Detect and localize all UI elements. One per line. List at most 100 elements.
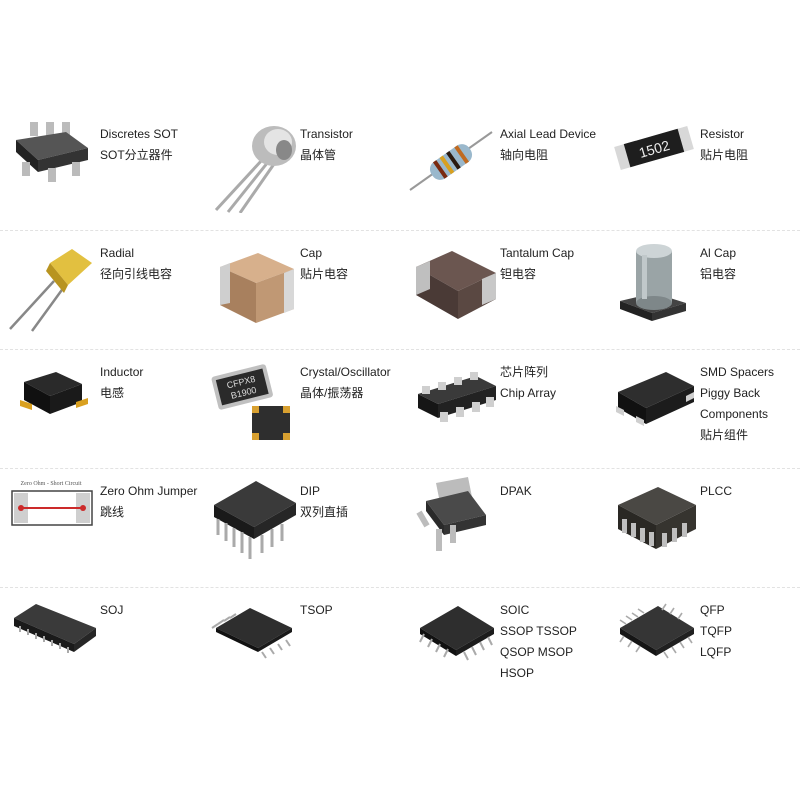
item-label: DPAK bbox=[500, 481, 600, 502]
row-divider bbox=[0, 349, 800, 350]
label-line: Cap bbox=[300, 246, 323, 260]
catalog-item-cap[interactable]: Cap 贴片电容 bbox=[200, 231, 400, 350]
tsop-package-icon bbox=[211, 608, 292, 659]
item-label: Zero Ohm Jumper 跳线 bbox=[100, 481, 200, 523]
dpak-package-icon bbox=[416, 477, 486, 551]
label-line: Al Cap bbox=[700, 246, 737, 260]
label-line: PLCC bbox=[700, 484, 733, 498]
catalog-item-resistor[interactable]: 1502 Resistor 贴片电阻 bbox=[600, 112, 800, 231]
label-line: 贴片电容 bbox=[300, 267, 349, 281]
item-label: PLCC bbox=[700, 481, 800, 502]
catalog-item-al-cap[interactable]: Al Cap 铝电容 bbox=[600, 231, 800, 350]
sot-package-icon bbox=[16, 122, 88, 182]
catalog-item-dpak[interactable]: DPAK bbox=[400, 469, 600, 588]
label-line: 电感 bbox=[100, 386, 125, 400]
item-label: SOJ bbox=[100, 600, 200, 621]
chip-array-icon bbox=[418, 372, 496, 422]
label-line: TQFP bbox=[700, 624, 732, 638]
catalog-row: SOJ TSOP bbox=[0, 588, 800, 707]
catalog-row: Radial 径向引线电容 Cap 贴片电容 bbox=[0, 231, 800, 350]
item-label: SOIC SSOP TSSOP QSOP MSOP HSOP bbox=[500, 600, 600, 684]
axial-lead-device-icon bbox=[409, 131, 493, 191]
label-line: LQFP bbox=[700, 645, 732, 659]
catalog-item-soic[interactable]: SOIC SSOP TSSOP QSOP MSOP HSOP bbox=[400, 588, 600, 707]
catalog-item-axial-lead-device[interactable]: Axial Lead Device 轴向电阻 bbox=[400, 112, 600, 231]
label-line: 晶体管 bbox=[300, 148, 337, 162]
catalog-item-inductor[interactable]: Inductor 电感 bbox=[0, 350, 200, 469]
label-line: Zero Ohm Jumper bbox=[100, 484, 198, 498]
transistor-icon bbox=[214, 126, 296, 213]
label-line: SSOP TSSOP bbox=[500, 624, 577, 638]
label-line: Crystal/Oscillator bbox=[300, 365, 391, 379]
row-divider bbox=[0, 230, 800, 231]
item-label: TSOP bbox=[300, 600, 400, 621]
label-line: HSOP bbox=[500, 666, 535, 680]
label-line: 钽电容 bbox=[500, 267, 537, 281]
label-line: 贴片电阻 bbox=[700, 148, 749, 162]
catalog-item-qfp[interactable]: QFP TQFP LQFP bbox=[600, 588, 800, 707]
item-label: Transistor 晶体管 bbox=[300, 124, 400, 166]
item-label: Al Cap 铝电容 bbox=[700, 243, 800, 285]
inductor-icon bbox=[20, 372, 88, 414]
label-line: 双列直插 bbox=[300, 505, 349, 519]
item-label: Discretes SOT SOT分立器件 bbox=[100, 124, 200, 166]
catalog-item-tsop[interactable]: TSOP bbox=[200, 588, 400, 707]
item-label: Axial Lead Device 轴向电阻 bbox=[500, 124, 600, 166]
catalog-item-transistor[interactable]: Transistor 晶体管 bbox=[200, 112, 400, 231]
radial-capacitor-icon bbox=[9, 249, 92, 332]
label-line: Inductor bbox=[100, 365, 144, 379]
catalog-item-discretes-sot[interactable]: Discretes SOT SOT分立器件 bbox=[0, 112, 200, 231]
item-label: QFP TQFP LQFP bbox=[700, 600, 800, 663]
smd-capacitor-icon bbox=[220, 253, 294, 323]
catalog-item-crystal-oscillator[interactable]: CFPX8 B1900 Crystal/Oscillator 晶体/振荡器 bbox=[200, 350, 400, 469]
label-line: Transistor bbox=[300, 127, 353, 141]
label-line: SMD Spacers bbox=[700, 365, 775, 379]
catalog-item-soj[interactable]: SOJ bbox=[0, 588, 200, 707]
label-line: Piggy Back bbox=[700, 386, 761, 400]
row-divider bbox=[0, 587, 800, 588]
catalog-item-smd-spacers[interactable]: SMD Spacers Piggy Back Components 贴片组件 bbox=[600, 350, 800, 469]
item-label: Tantalum Cap 钽电容 bbox=[500, 243, 600, 285]
label-line: SOT分立器件 bbox=[100, 148, 173, 162]
catalog-row: Zero Ohm - Short Circuit Zero Ohm Jumper… bbox=[0, 469, 800, 588]
label-line: 铝电容 bbox=[700, 267, 737, 281]
label-line: 贴片组件 bbox=[700, 428, 749, 442]
label-line: Axial Lead Device bbox=[500, 127, 597, 141]
soic-package-icon bbox=[419, 606, 494, 661]
label-line: Components bbox=[700, 407, 769, 421]
tantalum-capacitor-icon bbox=[416, 251, 496, 319]
catalog-item-dip[interactable]: DIP 双列直插 bbox=[200, 469, 400, 588]
label-line: Tantalum Cap bbox=[500, 246, 575, 260]
catalog-item-plcc[interactable]: PLCC bbox=[600, 469, 800, 588]
aluminum-capacitor-icon bbox=[620, 244, 686, 321]
label-line: SOIC bbox=[500, 603, 530, 617]
item-label: Cap 贴片电容 bbox=[300, 243, 400, 285]
catalog-item-radial[interactable]: Radial 径向引线电容 bbox=[0, 231, 200, 350]
item-label: Resistor 贴片电阻 bbox=[700, 124, 800, 166]
catalog-row: Discretes SOT SOT分立器件 Transistor 晶体管 bbox=[0, 112, 800, 231]
component-catalog-grid: Discretes SOT SOT分立器件 Transistor 晶体管 bbox=[0, 112, 800, 707]
label-line: Discretes SOT bbox=[100, 127, 179, 141]
item-label: 芯片阵列 Chip Array bbox=[500, 362, 600, 404]
jumper-diagram-caption: Zero Ohm - Short Circuit bbox=[21, 481, 82, 487]
label-line: 芯片阵列 bbox=[500, 365, 549, 379]
label-line: SOJ bbox=[100, 603, 124, 617]
label-line: QSOP MSOP bbox=[500, 645, 574, 659]
label-line: Radial bbox=[100, 246, 135, 260]
catalog-item-zero-ohm-jumper[interactable]: Zero Ohm - Short Circuit Zero Ohm Jumper… bbox=[0, 469, 200, 588]
item-label: DIP 双列直插 bbox=[300, 481, 400, 523]
row-divider bbox=[0, 468, 800, 469]
item-label: Inductor 电感 bbox=[100, 362, 200, 404]
catalog-item-chip-array[interactable]: 芯片阵列 Chip Array bbox=[400, 350, 600, 469]
item-label: Crystal/Oscillator 晶体/振荡器 bbox=[300, 362, 400, 404]
qfp-package-icon bbox=[619, 603, 694, 659]
smd-resistor-icon: 1502 bbox=[614, 125, 694, 171]
label-line: Resistor bbox=[700, 127, 745, 141]
zero-ohm-jumper-icon: Zero Ohm - Short Circuit bbox=[11, 481, 93, 526]
label-line: QFP bbox=[700, 603, 725, 617]
label-line: 晶体/振荡器 bbox=[300, 386, 364, 400]
label-line: DPAK bbox=[500, 484, 532, 498]
catalog-item-tantalum-cap[interactable]: Tantalum Cap 钽电容 bbox=[400, 231, 600, 350]
label-line: Chip Array bbox=[500, 386, 557, 400]
label-line: 径向引线电容 bbox=[100, 267, 173, 281]
